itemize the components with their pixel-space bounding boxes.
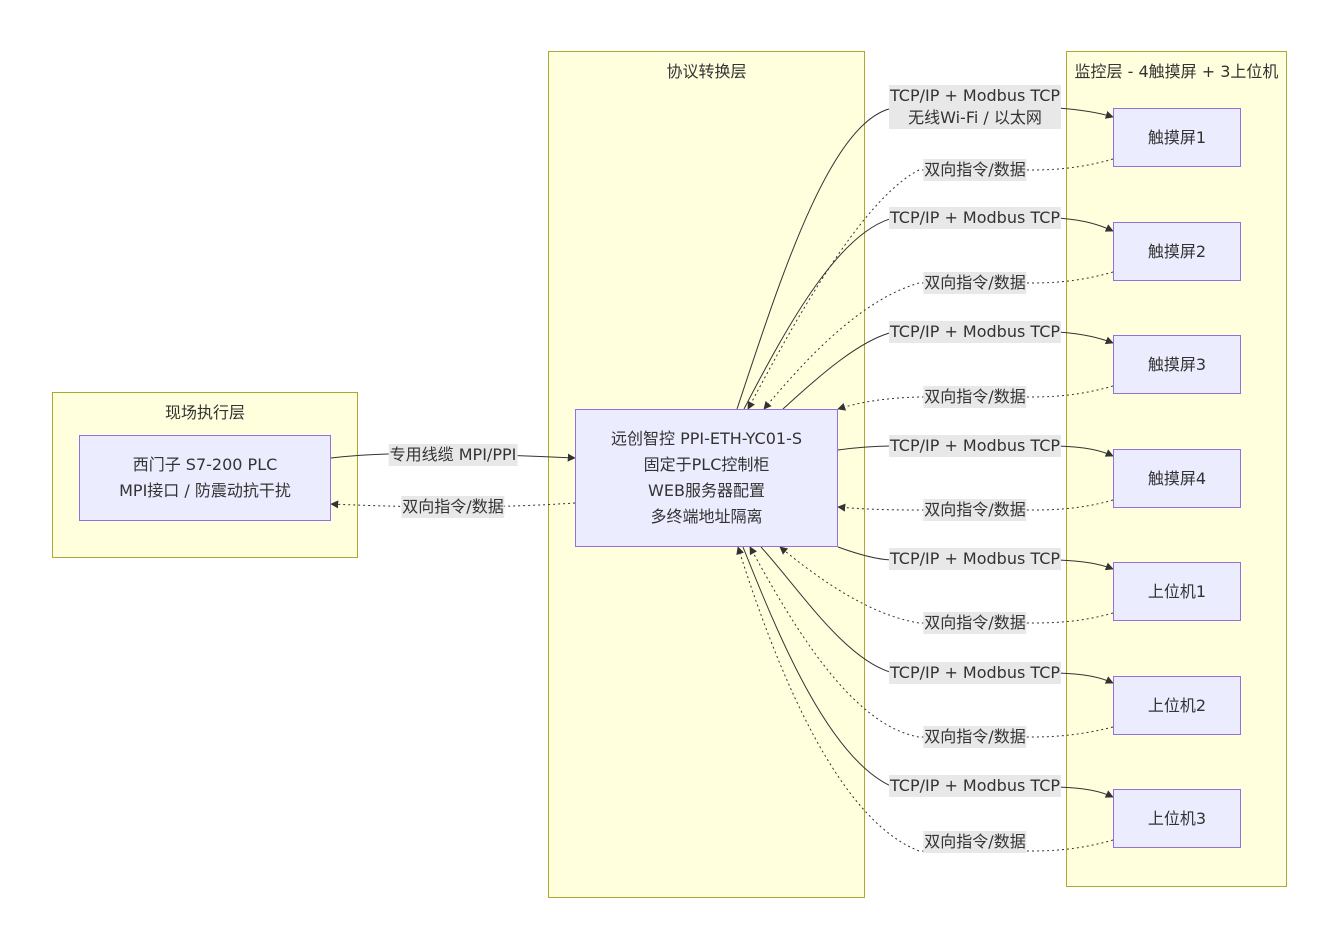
edge-pc3-to-gateway — [736, 546, 1114, 852]
edge-hmi1-to-gateway — [747, 158, 1114, 410]
edge-label-bidir-hmi4: 双向指令/数据 — [923, 499, 1027, 521]
node-gateway-line-2: 固定于PLC控制柜 — [643, 455, 770, 474]
node-plc: 西门子 S7-200 PLC MPI接口 / 防震动抗干扰 — [79, 435, 331, 521]
node-hmi2: 触摸屏2 — [1113, 222, 1241, 281]
node-gateway-line-1: 远创智控 PPI-ETH-YC01-S — [610, 429, 803, 448]
node-pc3: 上位机3 — [1113, 789, 1241, 848]
node-gateway-line-4: 多终端地址隔离 — [650, 507, 763, 526]
edge-gateway-to-hmi2 — [743, 217, 1114, 410]
edge-label-tcp-pc1: TCP/IP + Modbus TCP — [888, 548, 1062, 570]
edge-label-plc-to-gateway: 专用线缆 MPI/PPI — [388, 444, 518, 466]
edge-label-tcp-hmi1-line-2: 无线Wi-Fi / 以太网 — [908, 108, 1042, 127]
edge-label-bidir-hmi2: 双向指令/数据 — [923, 272, 1027, 294]
edge-gateway-to-pc3 — [742, 546, 1114, 798]
edge-label-tcp-hmi1-line-1: TCP/IP + Modbus TCP — [889, 86, 1061, 105]
edge-hmi4-to-gateway — [837, 499, 1114, 512]
edge-label-tcp-pc2: TCP/IP + Modbus TCP — [888, 662, 1062, 684]
edge-label-bidir-pc1: 双向指令/数据 — [923, 612, 1027, 634]
edge-label-tcp-hmi3: TCP/IP + Modbus TCP — [888, 321, 1062, 343]
edge-label-bidir-hmi3: 双向指令/数据 — [923, 386, 1027, 408]
edge-label-tcp-hmi4: TCP/IP + Modbus TCP — [888, 435, 1062, 457]
node-plc-line-1: 西门子 S7-200 PLC — [132, 455, 278, 474]
edge-label-gateway-to-plc: 双向指令/数据 — [401, 496, 505, 518]
edge-label-tcp-hmi1: TCP/IP + Modbus TCP 无线Wi-Fi / 以太网 — [888, 85, 1062, 129]
cluster-title-protocol-layer: 协议转换层 — [666, 62, 747, 81]
edge-label-tcp-hmi2: TCP/IP + Modbus TCP — [888, 207, 1062, 229]
node-gateway: 远创智控 PPI-ETH-YC01-S 固定于PLC控制柜 WEB服务器配置 多… — [575, 409, 838, 547]
edge-gateway-to-hmi1 — [736, 107, 1114, 410]
edge-label-bidir-pc2: 双向指令/数据 — [923, 726, 1027, 748]
edge-hmi3-to-gateway — [837, 385, 1114, 411]
edge-gateway-to-pc2 — [760, 546, 1114, 684]
edge-pc1-to-gateway — [779, 546, 1114, 624]
node-hmi4: 触摸屏4 — [1113, 449, 1241, 508]
node-hmi1: 触摸屏1 — [1113, 108, 1241, 167]
edge-label-tcp-pc3: TCP/IP + Modbus TCP — [888, 775, 1062, 797]
cluster-title-field-layer: 现场执行层 — [164, 403, 245, 422]
cluster-title-monitor-layer: 监控层 - 4触摸屏 + 3上位机 — [1074, 62, 1279, 81]
edge-label-bidir-hmi1: 双向指令/数据 — [923, 159, 1027, 181]
edge-label-bidir-pc3: 双向指令/数据 — [923, 831, 1027, 853]
edge-gateway-to-hmi3 — [782, 331, 1114, 410]
node-hmi3: 触摸屏3 — [1113, 335, 1241, 394]
node-plc-line-2: MPI接口 / 防震动抗干扰 — [119, 481, 291, 500]
node-gateway-line-3: WEB服务器配置 — [648, 481, 765, 500]
node-pc1: 上位机1 — [1113, 562, 1241, 621]
node-pc2: 上位机2 — [1113, 676, 1241, 735]
edge-pc2-to-gateway — [749, 546, 1114, 738]
